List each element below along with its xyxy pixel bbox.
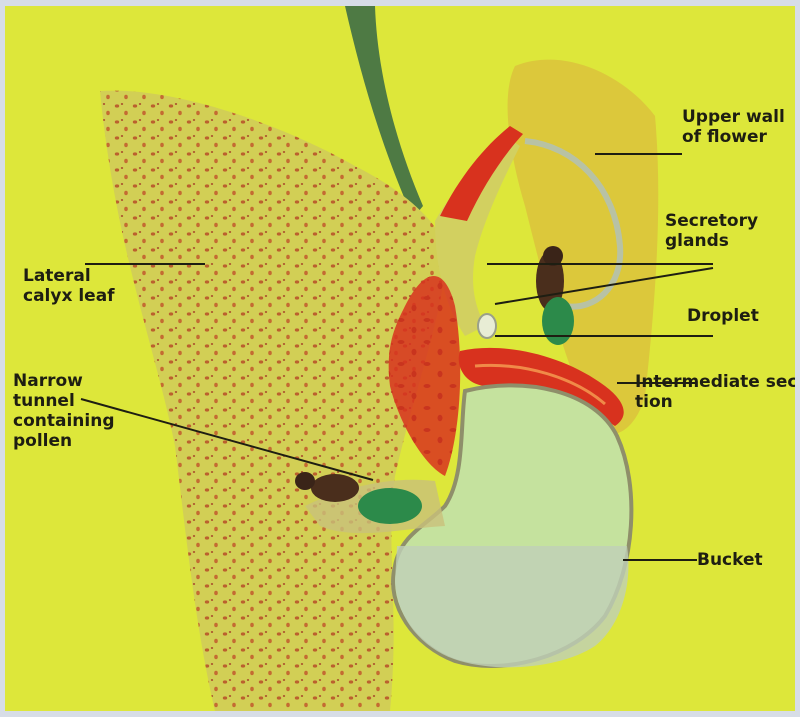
label-narrow-tunnel: Narrow tunnel containing pollen <box>13 371 115 451</box>
flower-illustration <box>5 6 795 711</box>
label-upper-wall-line1: Upper wall <box>682 107 785 127</box>
label-upper-wall-line2: of flower <box>682 127 785 147</box>
label-secretory-glands: Secretory glands <box>665 211 758 251</box>
label-narrow-line3: containing <box>13 411 115 431</box>
diagram-panel: Upper wall of flower Secretory glands La… <box>5 6 795 711</box>
label-narrow-line1: Narrow <box>13 371 115 391</box>
label-bucket: Bucket <box>697 550 763 570</box>
label-droplet: Droplet <box>687 306 759 326</box>
label-upper-wall: Upper wall of flower <box>682 107 785 147</box>
label-bucket-text: Bucket <box>697 550 763 570</box>
label-lateral-line1: Lateral <box>23 266 115 286</box>
label-lateral-calyx-leaf: Lateral calyx leaf <box>23 266 115 306</box>
label-secretory-line2: glands <box>665 231 758 251</box>
label-droplet-text: Droplet <box>687 306 759 326</box>
droplet <box>478 314 496 338</box>
label-narrow-line4: pollen <box>13 431 115 451</box>
label-intermediate-section: Intermediate sec- tion <box>635 372 795 412</box>
label-intermediate-line1: Intermediate sec- <box>635 372 795 392</box>
label-lateral-line2: calyx leaf <box>23 286 115 306</box>
label-narrow-line2: tunnel <box>13 391 115 411</box>
label-intermediate-line2: tion <box>635 392 795 412</box>
label-secretory-line1: Secretory <box>665 211 758 231</box>
calyx-leaf-spots <box>100 91 445 711</box>
